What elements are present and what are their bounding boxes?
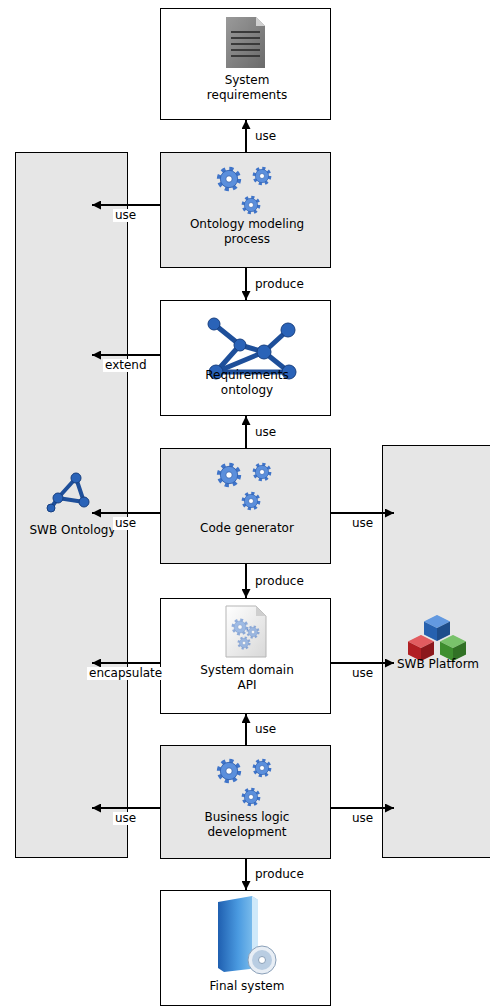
edge-label: use (113, 209, 138, 222)
edge-label: use (253, 426, 278, 439)
connector-arrow (245, 416, 247, 448)
edge-label: use (350, 517, 375, 530)
node-label: SWB Ontology (18, 523, 127, 538)
connector-arrow (92, 354, 160, 356)
node-label: System requirements (199, 73, 295, 103)
connector-arrow (92, 512, 160, 514)
edge-label: use (113, 517, 138, 530)
software-box-icon (218, 896, 276, 974)
connector-arrow (331, 807, 394, 809)
node-label: Business logic development (182, 810, 312, 840)
connector-arrow (245, 268, 247, 300)
edge-label: produce (253, 868, 306, 881)
edge-label: encapsulate (87, 667, 164, 680)
connector-arrow (245, 120, 247, 152)
connector-arrow (245, 714, 247, 745)
api-document-icon (226, 606, 266, 657)
edge-label: use (350, 667, 375, 680)
node-label: Requirements ontology (195, 368, 299, 398)
ontology-network-icon (47, 473, 89, 512)
connector-arrow (331, 662, 394, 664)
ontology-network-icon (208, 318, 296, 379)
connector-arrow (331, 512, 394, 514)
gears-icon (219, 169, 269, 213)
gears-icon (219, 465, 269, 509)
document-icon (226, 17, 265, 68)
connector-arrow (92, 204, 160, 206)
connector-arrow (92, 807, 160, 809)
edge-label: use (253, 130, 278, 143)
node-label: SWB Platform (386, 657, 490, 672)
edge-label: produce (253, 278, 306, 291)
gears-icon (219, 761, 269, 805)
platform-band: SWB Platform (382, 445, 490, 858)
connector-arrow (245, 859, 247, 890)
edge-label: use (113, 812, 138, 825)
edge-label: produce (253, 575, 306, 588)
platform-cubes-icon (408, 615, 466, 661)
edge-label: extend (103, 359, 149, 372)
node-label: System domain API (195, 663, 299, 693)
node-label: Final system (172, 979, 322, 994)
node-label: Code generator (172, 521, 322, 536)
connector-arrow (92, 662, 160, 664)
connector-arrow (245, 564, 247, 598)
node-label: Ontology modeling process (185, 217, 309, 247)
platform-band: SWB Ontology (15, 152, 128, 858)
edge-label: use (350, 812, 375, 825)
edge-label: use (253, 723, 278, 736)
